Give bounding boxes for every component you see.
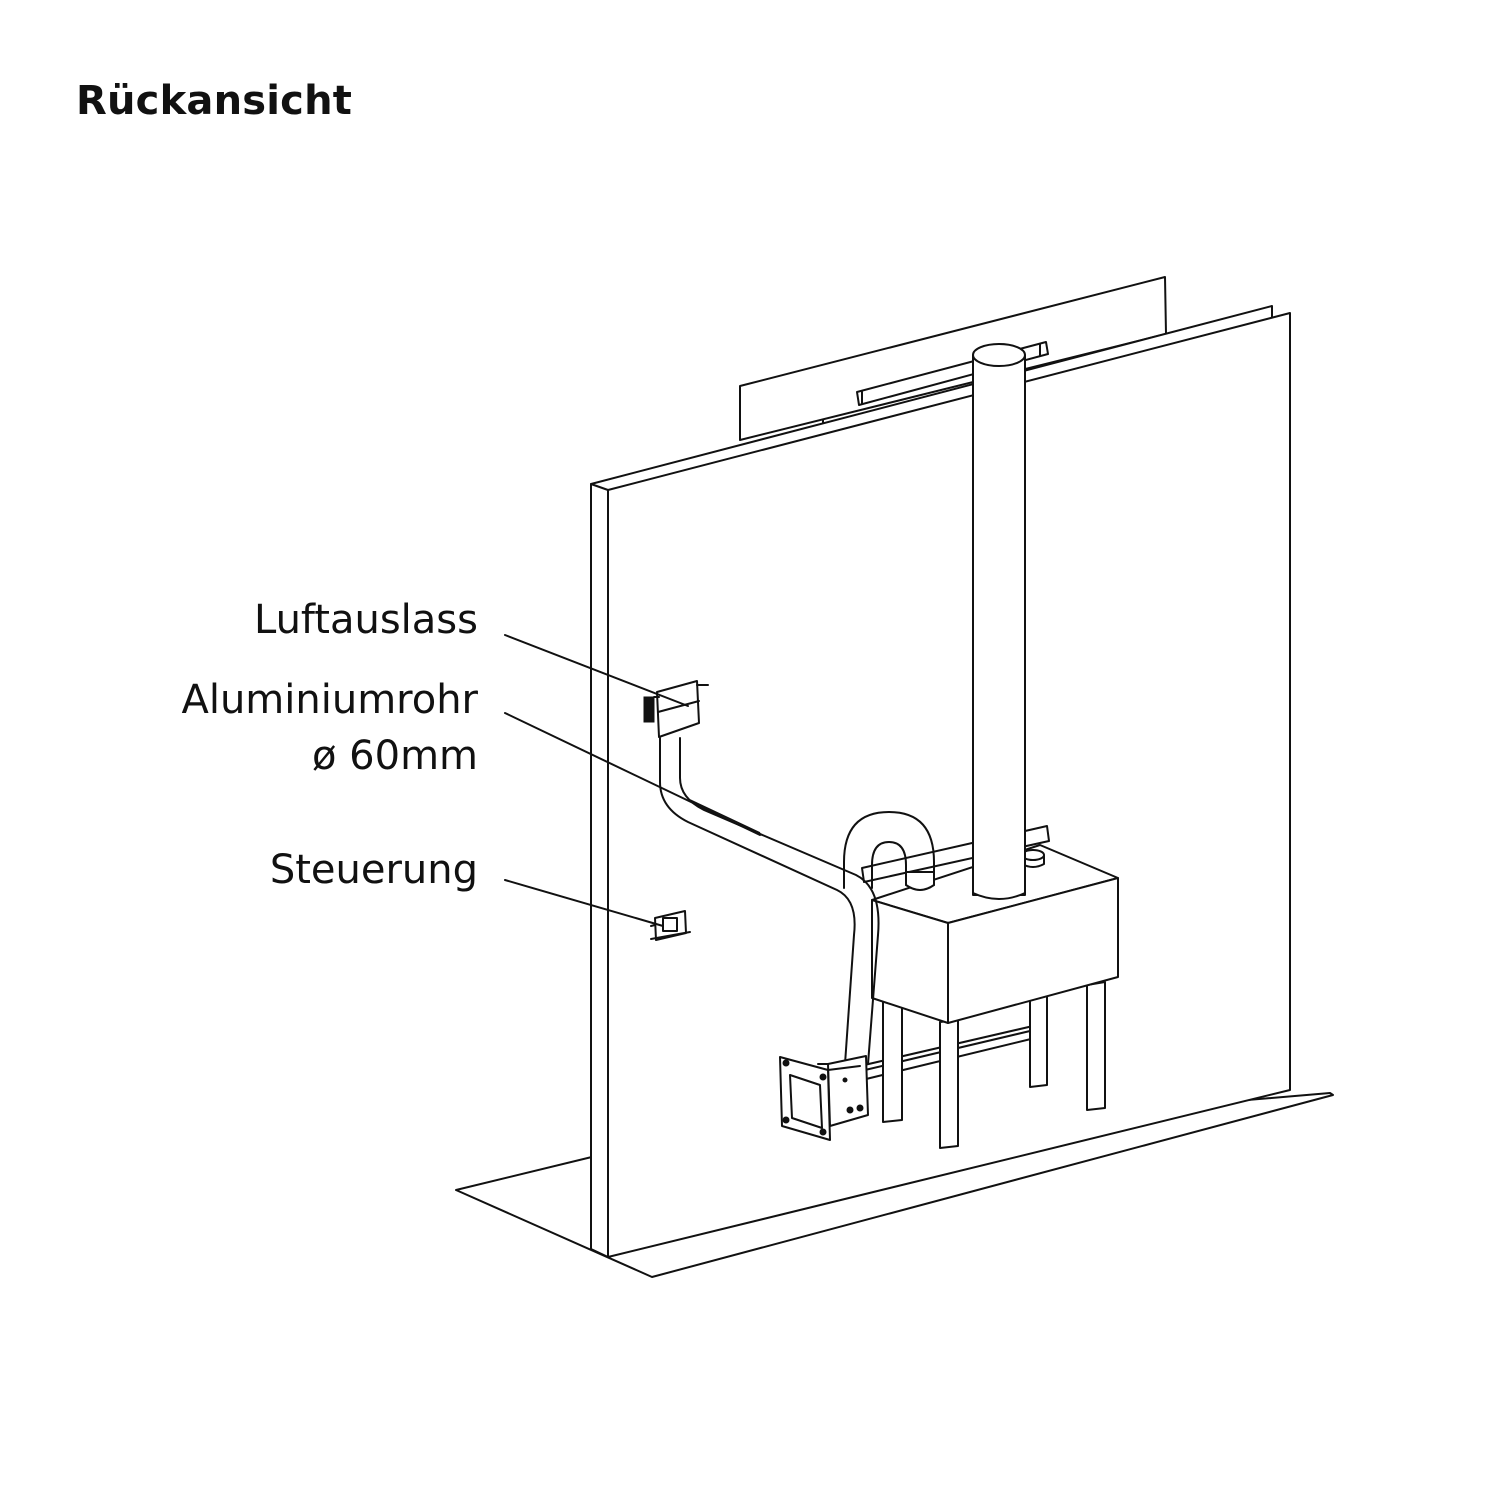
u-bend-pipe bbox=[844, 812, 934, 890]
leader-air-outlet bbox=[505, 635, 688, 706]
control-unit bbox=[651, 911, 690, 940]
leader-aluminium-pipe bbox=[505, 713, 760, 835]
label-control-unit: Steuerung bbox=[269, 847, 478, 893]
air-outlet bbox=[644, 681, 708, 737]
label-aluminium-pipe: Aluminiumrohr bbox=[181, 677, 478, 723]
view-title: Rückansicht bbox=[76, 78, 353, 124]
leader-lines bbox=[505, 635, 760, 926]
aluminium-pipe bbox=[660, 738, 879, 1064]
water-tank bbox=[872, 845, 1118, 1023]
chimney-pipe bbox=[973, 344, 1025, 899]
label-air-outlet: Luftauslass bbox=[253, 597, 478, 643]
wall-panel bbox=[591, 306, 1290, 1257]
leader-control-unit bbox=[505, 880, 663, 926]
label-pipe-diameter: ø 60mm bbox=[311, 733, 478, 779]
heater-box bbox=[780, 1056, 868, 1140]
